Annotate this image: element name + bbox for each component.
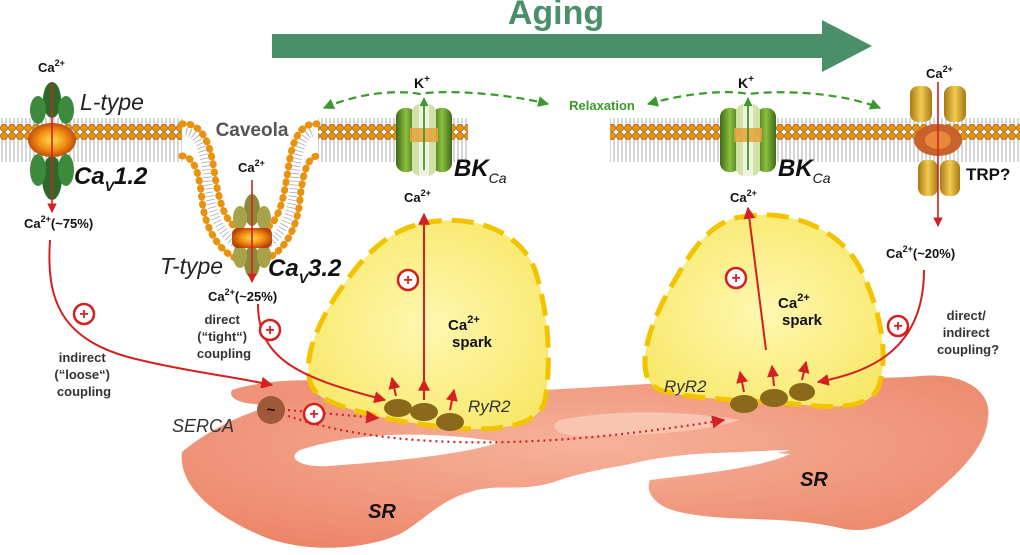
bk-right-k-label: K+: [738, 74, 754, 91]
trp-ion-in: Ca2+: [926, 64, 953, 81]
t-type-flux-label: Ca2+(~25%): [208, 287, 277, 304]
bk-right-name: BKCa: [778, 155, 831, 186]
ryr2-label-left: RyR2: [468, 397, 511, 416]
plus-sign-icon: +: [724, 266, 748, 290]
bk-left-name: BKCa: [454, 155, 507, 186]
svg-text:+: +: [309, 406, 318, 423]
direct-indirect-coupling-label: direct/ indirect coupling?: [937, 308, 999, 357]
calcium-spark-left: [305, 217, 551, 432]
cav32-label: CaV3.2: [268, 255, 342, 286]
svg-text:~: ~: [267, 402, 276, 419]
serca-label: SERCA: [172, 416, 234, 436]
t-type-ion-in: Ca2+: [238, 158, 265, 175]
trp-to-ryr-arrow: [816, 269, 925, 386]
plus-sign-icon: +: [72, 302, 96, 326]
plus-sign-icon: +: [302, 402, 326, 426]
svg-text:+: +: [403, 272, 412, 289]
bk-left-ca-label: Ca2+: [404, 188, 431, 205]
svg-text:+: +: [79, 306, 88, 323]
sr-label-left: SR: [368, 501, 396, 523]
spark-label-left: Ca2+ spark: [448, 310, 493, 351]
indirect-coupling-label: indirect (“loose“) coupling: [54, 350, 113, 399]
caveola-label: Caveola: [216, 120, 289, 141]
plus-sign-icon: +: [396, 268, 420, 292]
plus-sign-icon: +: [258, 318, 282, 342]
ryr2-cluster-right: [730, 360, 815, 413]
svg-text:+: +: [265, 322, 274, 339]
ryr2-label-right: RyR2: [664, 377, 707, 396]
spark-label-right: Ca2+ spark: [778, 288, 823, 329]
t-type-label: T-type: [160, 253, 223, 279]
bk-right-ca-label: Ca2+: [730, 188, 757, 205]
l-type-ion-in: Ca2+: [38, 58, 65, 75]
t-type-channel: [232, 194, 272, 278]
ryr2-cluster-left: [384, 376, 464, 431]
svg-text:+: +: [731, 270, 740, 287]
svg-text:+: +: [893, 318, 902, 335]
t-type-to-ryr-arrow: [257, 303, 387, 404]
aging-title: Aging: [508, 0, 604, 32]
sr-label-right: SR: [800, 469, 828, 491]
sarcoplasmic-reticulum: [181, 375, 989, 548]
relaxation-label: Relaxation: [569, 98, 635, 113]
calcium-spark-right: [642, 212, 886, 409]
bk-left-k-label: K+: [414, 74, 430, 91]
l-type-flux-label: Ca2+(~75%): [24, 214, 93, 231]
direct-coupling-label: direct (“tight“) coupling: [197, 312, 251, 361]
l-type-label: L-type: [80, 89, 144, 115]
cav12-label: CaV1.2: [74, 163, 148, 194]
aging-arrow: [272, 20, 872, 72]
plus-sign-icon: +: [886, 314, 910, 338]
trp-flux-label: Ca2+(~20%): [886, 244, 955, 261]
relaxation-arrow-left: [322, 91, 550, 110]
l-type-to-sr-arrow: [48, 239, 274, 389]
spark-to-bk-right-arrow: [743, 206, 767, 351]
relaxation-arrow-right: [646, 91, 882, 110]
serca-pump: ~: [257, 396, 285, 424]
serca-to-ryr-right: [287, 414, 726, 444]
trp-label: TRP?: [966, 165, 1010, 184]
